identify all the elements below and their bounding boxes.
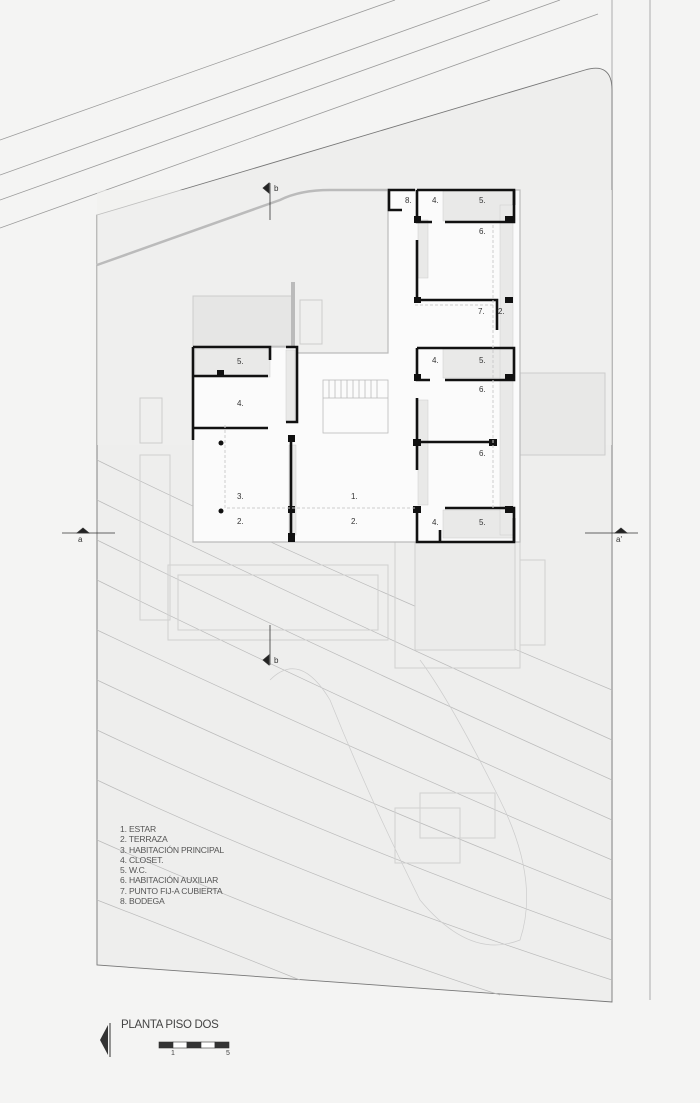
room-tag: 2. <box>351 517 358 526</box>
tiled-areas <box>194 190 516 539</box>
section-a-label: a <box>78 535 83 544</box>
room-tag: 2. <box>237 517 244 526</box>
lower-terrace <box>139 454 546 864</box>
partition <box>291 282 295 348</box>
room-tag: 8. <box>405 196 412 205</box>
room-tag: 5. <box>479 356 486 365</box>
room-tag: 4. <box>432 518 439 527</box>
legend-item: 2. TERRAZA <box>120 834 168 845</box>
legend-item: 7. PUNTO FIJ-A CUBIERTA <box>120 885 223 896</box>
legend-item: 8. BODEGA <box>120 896 165 907</box>
drawing-title: PLANTA PISO DOS <box>121 1019 219 1031</box>
north-arrow-icon <box>100 1025 108 1055</box>
room-tag: 6. <box>479 449 486 458</box>
dashed-lines <box>224 225 495 509</box>
legend-item: 4. CLOSET. <box>120 854 164 865</box>
scale-label-1: 1 <box>171 1050 175 1057</box>
room-tag: 4. <box>432 356 439 365</box>
section-b-label: b <box>274 656 279 665</box>
side-block-right <box>519 372 606 456</box>
planter <box>299 299 323 345</box>
legend-item: 6. HABITACIÓN AUXILIAR <box>120 875 219 886</box>
room-tag: 1. <box>351 492 358 501</box>
section-b-label: b <box>274 184 279 193</box>
legend-item: 3. HABITACIÓN PRINCIPAL <box>120 844 224 855</box>
room-tag: 2. <box>498 307 505 316</box>
room-legend: 1. ESTAR 2. TERRAZA 3. HABITACIÓN PRINCI… <box>120 824 224 906</box>
walls <box>191 188 516 544</box>
room-tag: 5. <box>479 196 486 205</box>
section-markers <box>62 182 638 666</box>
garden-path <box>96 188 390 267</box>
contour-lines <box>96 459 613 996</box>
section-a-prime-label: a' <box>616 535 622 544</box>
central-stair <box>322 379 389 434</box>
room-tag: 6. <box>479 385 486 394</box>
legend-item: 1. ESTAR <box>120 824 156 834</box>
scale-bar <box>158 1041 230 1049</box>
side-block-left <box>139 397 163 444</box>
room-tag: 3. <box>237 492 244 501</box>
room-tag: 4. <box>432 196 439 205</box>
room-tag: 4. <box>237 399 244 408</box>
legend-item: 5. W.C. <box>120 865 147 876</box>
patio-block <box>192 295 294 347</box>
room-tag: 6. <box>479 227 486 236</box>
room-tag: 5. <box>479 518 486 527</box>
room-tag: 7. <box>478 307 485 316</box>
room-tags: 8. 4. 5. 6. 7. 2. 4. 5. 6. 6. 4. 5. 5. 4… <box>237 196 505 527</box>
room-tag: 5. <box>237 357 244 366</box>
scale-label-5: 5 <box>226 1050 230 1057</box>
